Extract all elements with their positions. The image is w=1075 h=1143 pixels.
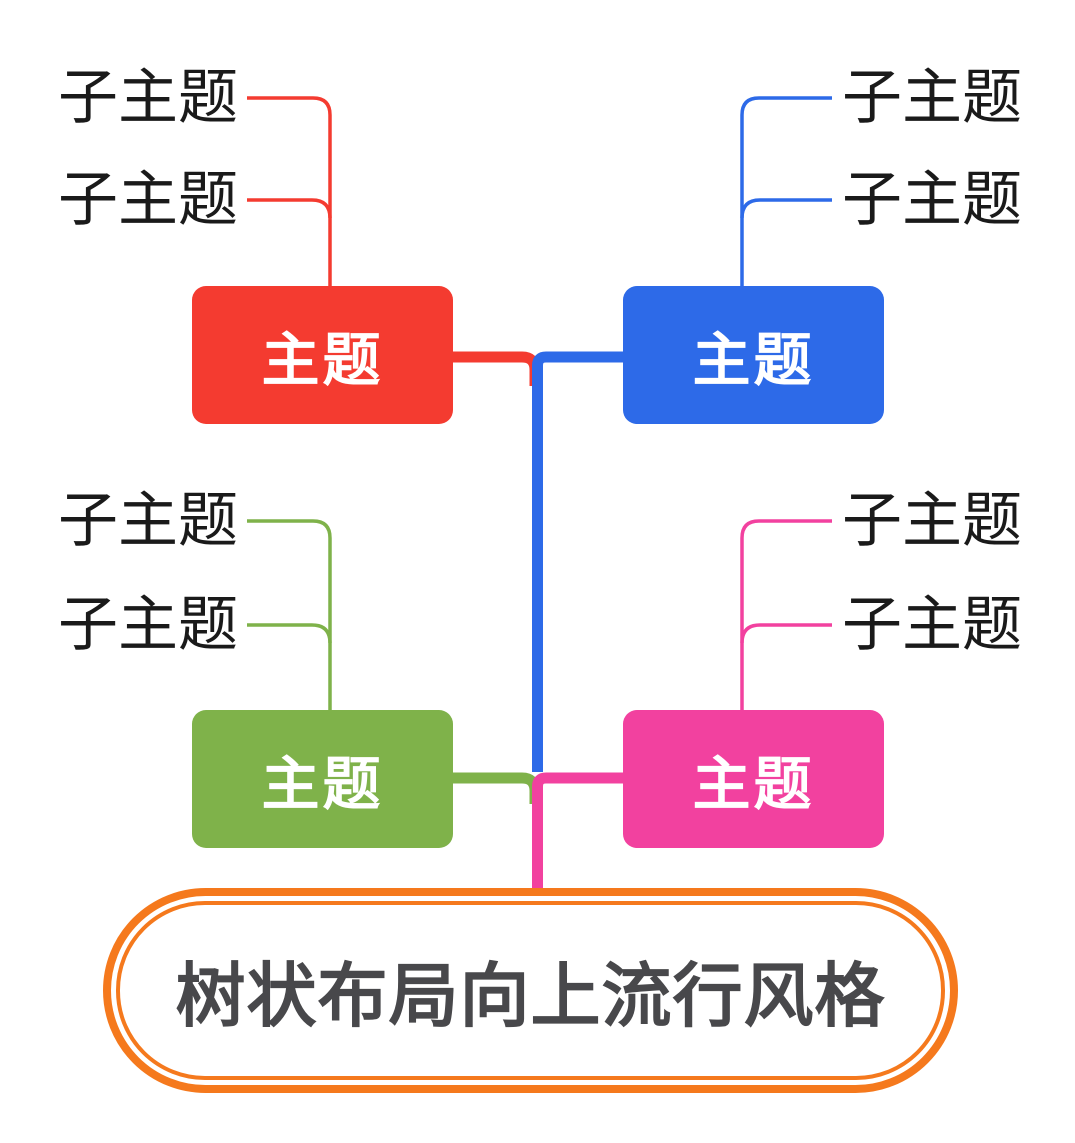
connector-pink-main [532,772,623,892]
subtopic-label-green-2[interactable]: 子主题 [58,592,238,658]
connector-green-subtopic-2 [247,623,332,644]
connector-red-main [452,351,541,386]
subtopic-label-red-1[interactable]: 子主题 [58,65,238,131]
connector-green-subtopic-1 [247,519,332,711]
subtopic-label-pink-2[interactable]: 子主题 [842,592,1022,658]
root-node-inner-border: 树状布局向上流行风格 [116,901,945,1080]
subtopic-label-pink-1[interactable]: 子主题 [842,488,1022,554]
subtopic-label-green-1[interactable]: 子主题 [58,488,238,554]
subtopic-label-red-2[interactable]: 子主题 [58,167,238,233]
connector-blue-subtopic-2 [740,198,832,219]
connector-red-subtopic-1 [247,96,332,287]
connector-blue-main [532,351,623,772]
topic-node-red[interactable]: 主题 [192,286,453,424]
root-node[interactable]: 树状布局向上流行风格 [103,888,958,1093]
topic-node-pink[interactable]: 主题 [623,710,884,848]
subtopic-label-blue-2[interactable]: 子主题 [842,167,1022,233]
subtopic-label-blue-1[interactable]: 子主题 [842,65,1022,131]
connector-red-subtopic-2 [247,198,332,219]
topic-label: 主题 [261,752,384,817]
topic-label: 主题 [692,752,815,817]
topic-label: 主题 [261,328,384,393]
connector-pink-subtopic-2 [740,623,832,644]
root-node-label: 树状布局向上流行风格 [175,957,886,1035]
topic-label: 主题 [692,328,815,393]
topic-node-green[interactable]: 主题 [192,710,453,848]
topic-node-blue[interactable]: 主题 [623,286,884,424]
connector-green-main [453,772,541,804]
connector-pink-subtopic-1 [740,519,832,711]
connector-blue-subtopic-1 [740,96,832,287]
